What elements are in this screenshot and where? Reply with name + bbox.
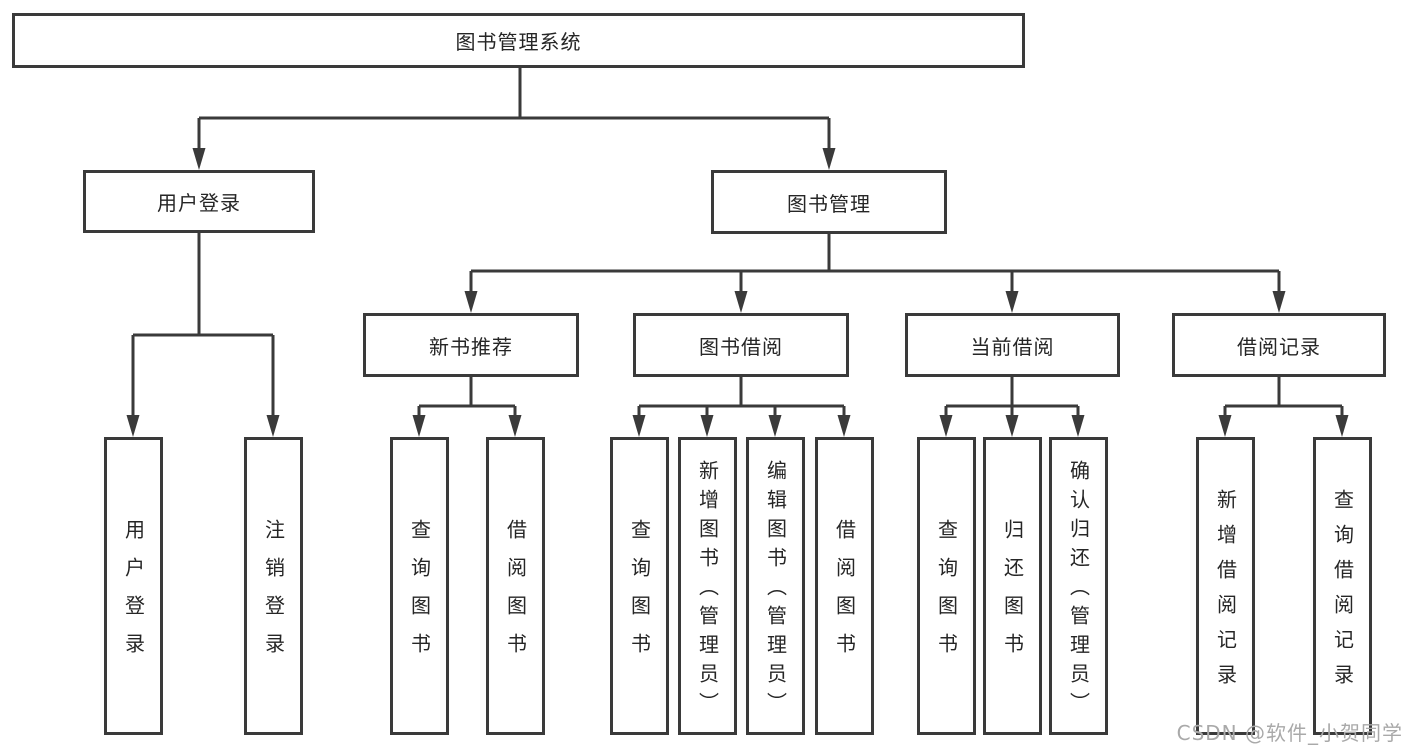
leaf-label: 确认归还（管理员）: [1066, 460, 1091, 721]
node-new-book-recommend: 新书推荐: [363, 313, 579, 377]
leaf-label: 借阅图书: [503, 519, 528, 671]
node-system-title: 图书管理系统: [12, 13, 1025, 68]
leaf-label: 查询图书: [407, 519, 432, 671]
leaf-label: 用户登录: [121, 519, 146, 671]
leaf-label: 查询借阅记录: [1330, 488, 1355, 699]
leaf-label: 新增借阅记录: [1213, 488, 1238, 699]
node-leaf-query-borrow-record: 查询借阅记录: [1313, 437, 1372, 735]
node-leaf-borrow-books-recommend: 借阅图书: [486, 437, 545, 735]
node-leaf-borrow-books-borrowing: 借阅图书: [815, 437, 874, 735]
leaf-label: 新增图书（管理员）: [695, 460, 720, 721]
leaf-label: 编辑图书（管理员）: [763, 460, 788, 721]
node-leaf-add-book-admin: 新增图书（管理员）: [678, 437, 737, 735]
leaf-label: 查询图书: [934, 519, 959, 671]
leaf-label: 查询图书: [627, 519, 652, 671]
node-borrowing-records: 借阅记录: [1172, 313, 1386, 377]
node-leaf-query-books-recommend: 查询图书: [390, 437, 449, 735]
node-leaf-confirm-return-admin: 确认归还（管理员）: [1049, 437, 1108, 735]
node-leaf-logout: 注销登录: [244, 437, 303, 735]
node-leaf-add-borrow-record: 新增借阅记录: [1196, 437, 1255, 735]
node-current-borrowing: 当前借阅: [905, 313, 1120, 377]
node-book-borrowing: 图书借阅: [633, 313, 849, 377]
leaf-label: 借阅图书: [832, 519, 857, 671]
node-leaf-edit-book-admin: 编辑图书（管理员）: [746, 437, 805, 735]
leaf-label: 注销登录: [261, 519, 286, 671]
watermark-text: CSDN @软件_小贺同学: [1176, 721, 1403, 745]
node-user-login: 用户登录: [83, 170, 315, 233]
node-leaf-query-books-current: 查询图书: [917, 437, 976, 735]
node-leaf-user-login: 用户登录: [104, 437, 163, 735]
leaf-label: 归还图书: [1000, 519, 1025, 671]
node-book-management: 图书管理: [711, 170, 947, 234]
node-leaf-query-books-borrowing: 查询图书: [610, 437, 669, 735]
node-leaf-return-books: 归还图书: [983, 437, 1042, 735]
